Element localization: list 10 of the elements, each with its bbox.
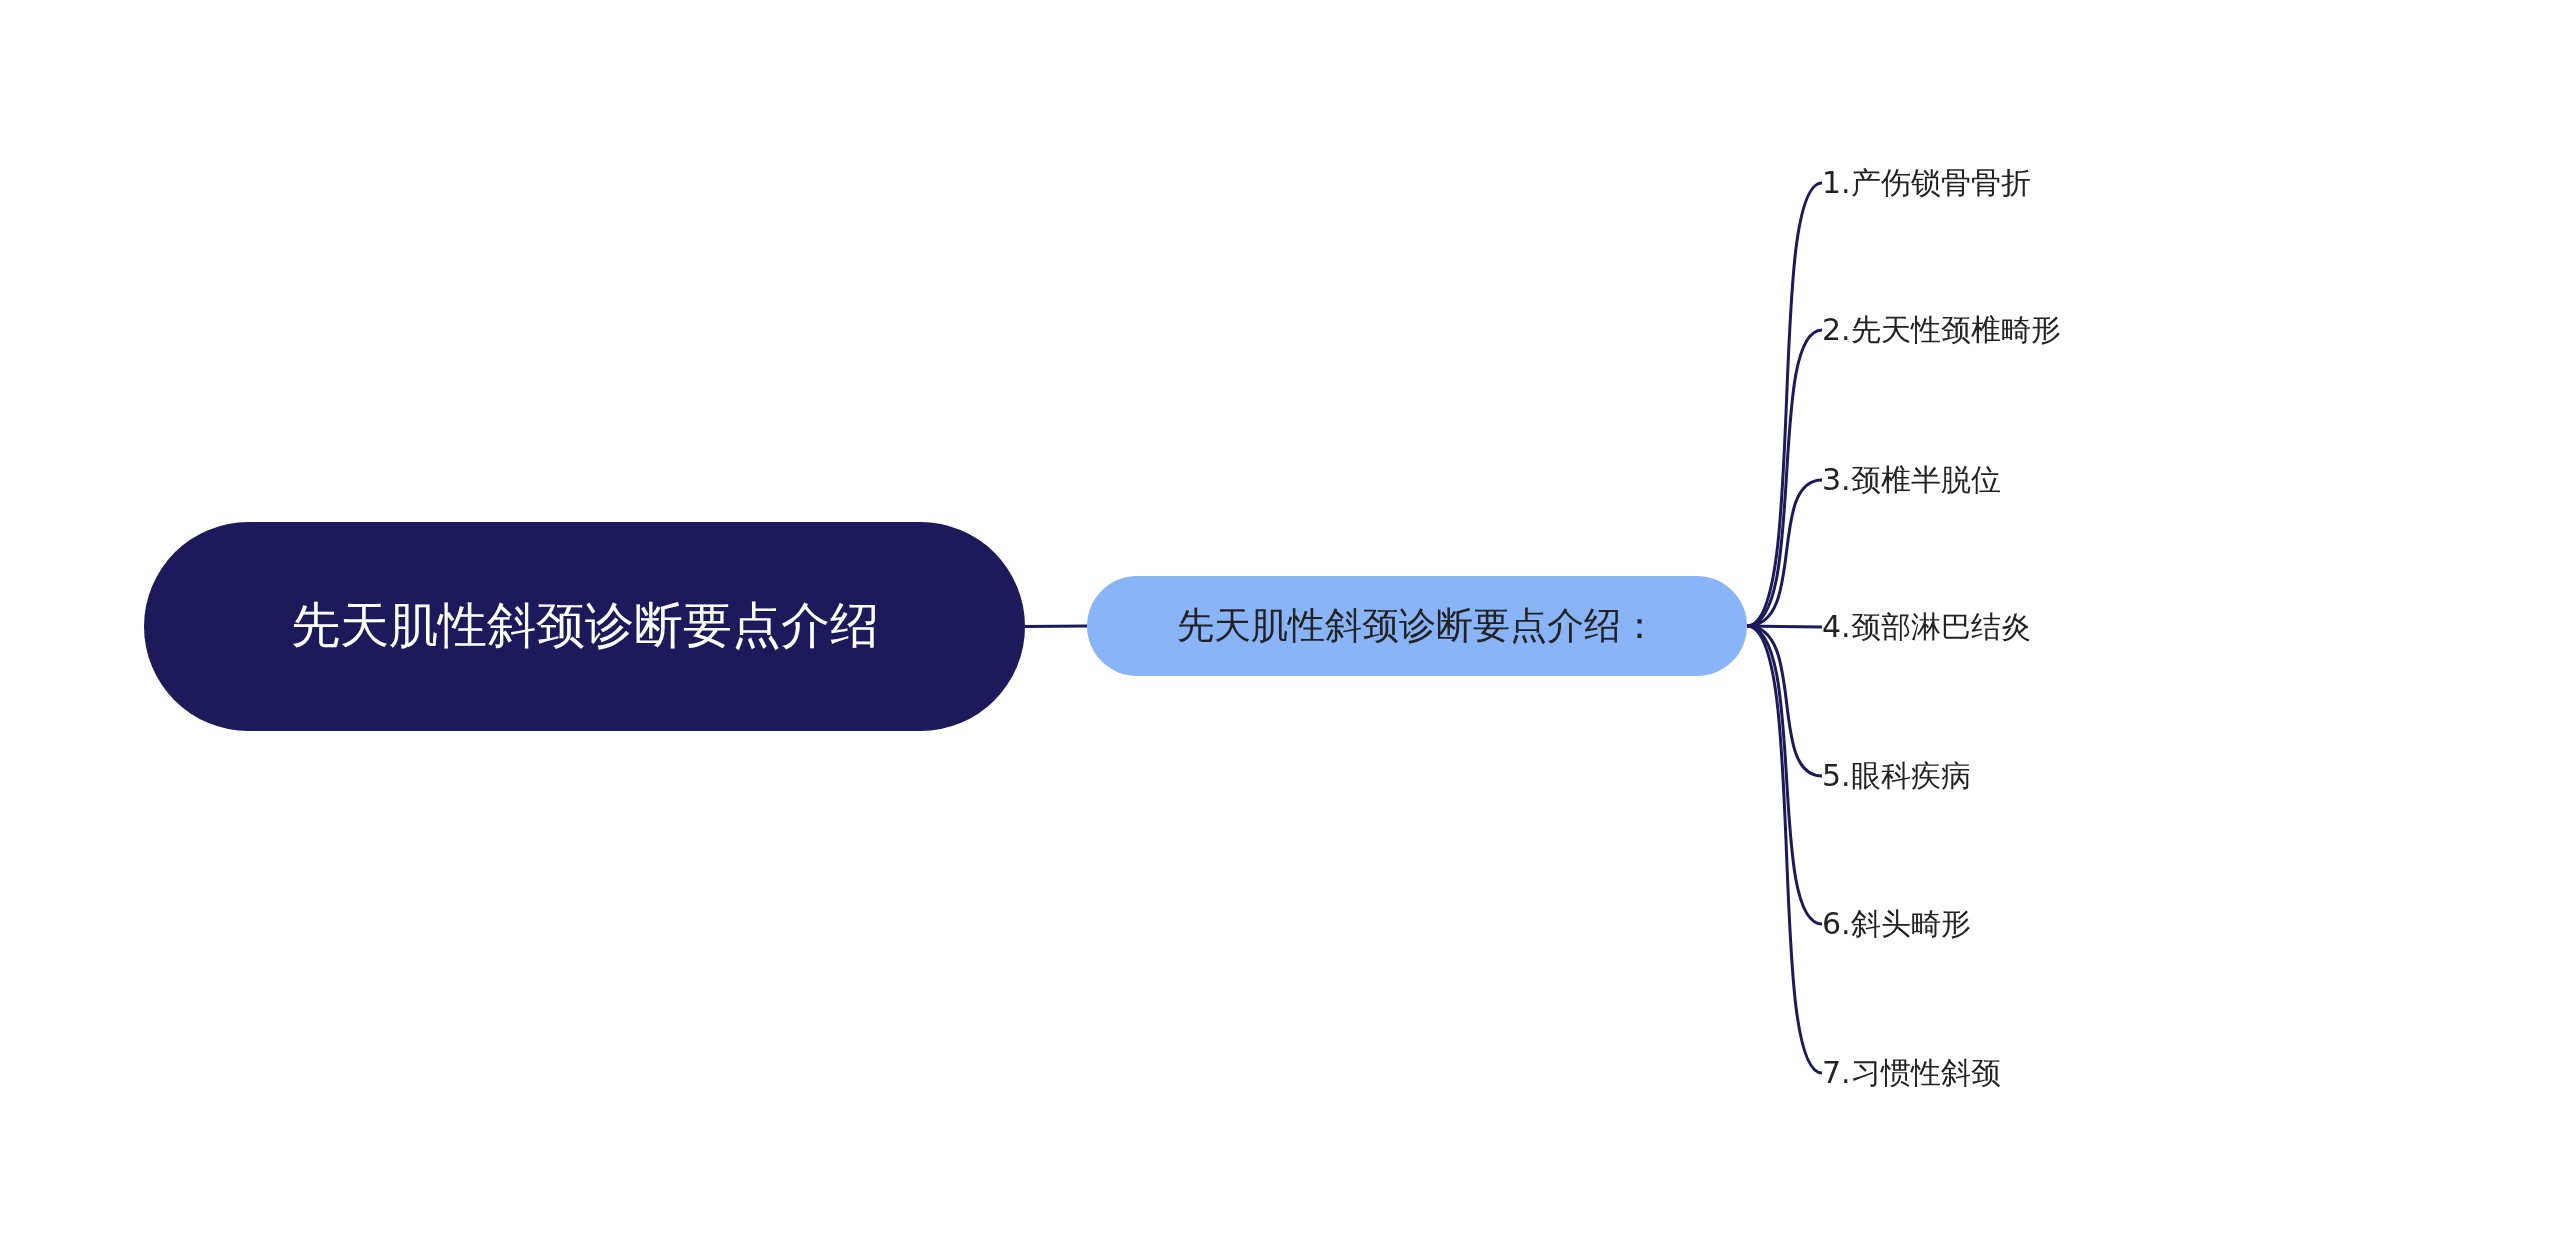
topic-pill: 先天肌性斜颈诊断要点介绍： [1087,576,1747,676]
leaf-topic: 4.颈部淋巴结炎 [1822,603,2422,651]
leaf-topic: 3.颈椎半脱位 [1822,456,2422,504]
leaf-topic: 1.产伤锁骨骨折 [1822,159,2422,207]
leaf-topic: 2.先天性颈椎畸形 [1822,306,2422,354]
leaf-topic: 7.习惯性斜颈 [1822,1049,2422,1097]
connector [1025,624,1087,628]
root-topic: 先天肌性斜颈诊断要点介绍 [144,522,1025,731]
leaf-topic: 5.眼科疾病 [1822,752,2422,800]
leaf-topic: 6.斜头畸形 [1822,900,2422,948]
